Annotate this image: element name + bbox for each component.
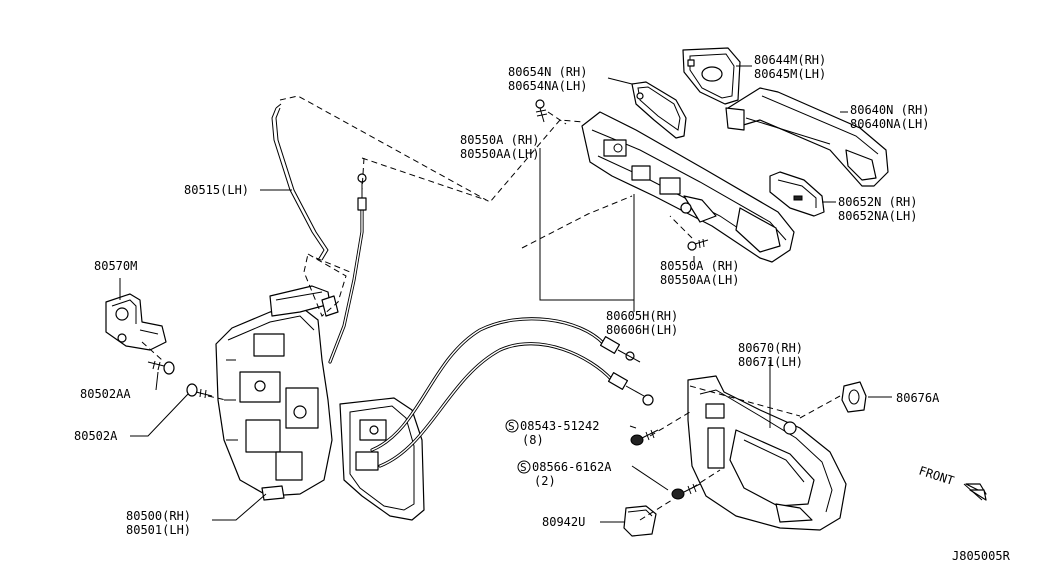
dashed-lines — [141, 95, 841, 521]
label-80645m: 80645M(LH) — [754, 67, 826, 81]
label-80676a: 80676A — [896, 391, 940, 405]
label-80670: 80670(RH) — [738, 341, 803, 355]
front-arrow — [963, 483, 987, 501]
label-80942u: 80942U — [542, 515, 585, 529]
cap-80942u — [623, 505, 657, 537]
screw-80502aa — [147, 360, 175, 375]
handle-gasket-80644m — [682, 47, 741, 105]
handle-seal-80654n — [631, 81, 687, 139]
label-80550aa-top: 80550AA(LH) — [460, 147, 539, 161]
label-80652na: 80652NA(LH) — [838, 209, 917, 223]
inside-handle-80670 — [687, 375, 847, 531]
label-80654n: 80654N (RH) — [508, 65, 587, 79]
lock-rod-80515 — [271, 103, 329, 261]
label-08566-qty: (2) — [534, 474, 556, 488]
label-80501: 80501(LH) — [126, 523, 191, 537]
s-mark-circle-2 — [517, 460, 531, 474]
screw-80550a-bottom — [687, 238, 709, 251]
label-80515: 80515(LH) — [184, 183, 249, 197]
handle-escutcheon-80652n — [769, 171, 825, 217]
s-mark-circle-1 — [505, 419, 519, 433]
label-80550aa-bottom: 80550AA(LH) — [660, 273, 739, 287]
label-08543-qty: (8) — [522, 433, 544, 447]
cable-upper — [328, 173, 367, 364]
s-mark-2: S — [520, 461, 527, 474]
screw-80502a — [186, 383, 213, 399]
handle-bracket-80605h — [581, 111, 795, 263]
door-lock-80500 — [215, 285, 339, 501]
label-80550a-bottom: 80550A (RH) — [660, 259, 739, 273]
label-80640na: 80640NA(LH) — [850, 117, 929, 131]
label-80502a: 80502A — [74, 429, 118, 443]
label-80652n: 80652N (RH) — [838, 195, 917, 209]
label-80644m: 80644M(RH) — [754, 53, 826, 67]
diagram-id: J805005R — [952, 549, 1011, 563]
cable-bracket — [339, 397, 425, 521]
label-80502aa: 80502AA — [80, 387, 131, 401]
screw-08543 — [630, 429, 659, 446]
label-80654na: 80654NA(LH) — [508, 79, 587, 93]
label-80550a-top: 80550A (RH) — [460, 133, 539, 147]
screw-08566 — [671, 483, 701, 500]
label-80606h: 80606H(LH) — [606, 323, 678, 337]
label-front: FRONT — [917, 464, 956, 488]
label-80570m: 80570M — [94, 259, 137, 273]
label-80500: 80500(RH) — [126, 509, 191, 523]
label-08566: 08566-6162A — [532, 460, 612, 474]
s-mark-1: S — [508, 420, 515, 433]
cable-inside-handle — [370, 317, 654, 468]
outside-handle-80640n — [725, 87, 889, 187]
label-80671: 80671(LH) — [738, 355, 803, 369]
leader-lines — [119, 65, 892, 523]
label-80640n: 80640N (RH) — [850, 103, 929, 117]
striker-80570m — [105, 293, 167, 351]
label-80605h: 80605H(RH) — [606, 309, 678, 323]
label-08543: 08543-51242 — [520, 419, 599, 433]
screw-80550a-top — [535, 99, 548, 123]
clip-80676a — [841, 381, 867, 413]
